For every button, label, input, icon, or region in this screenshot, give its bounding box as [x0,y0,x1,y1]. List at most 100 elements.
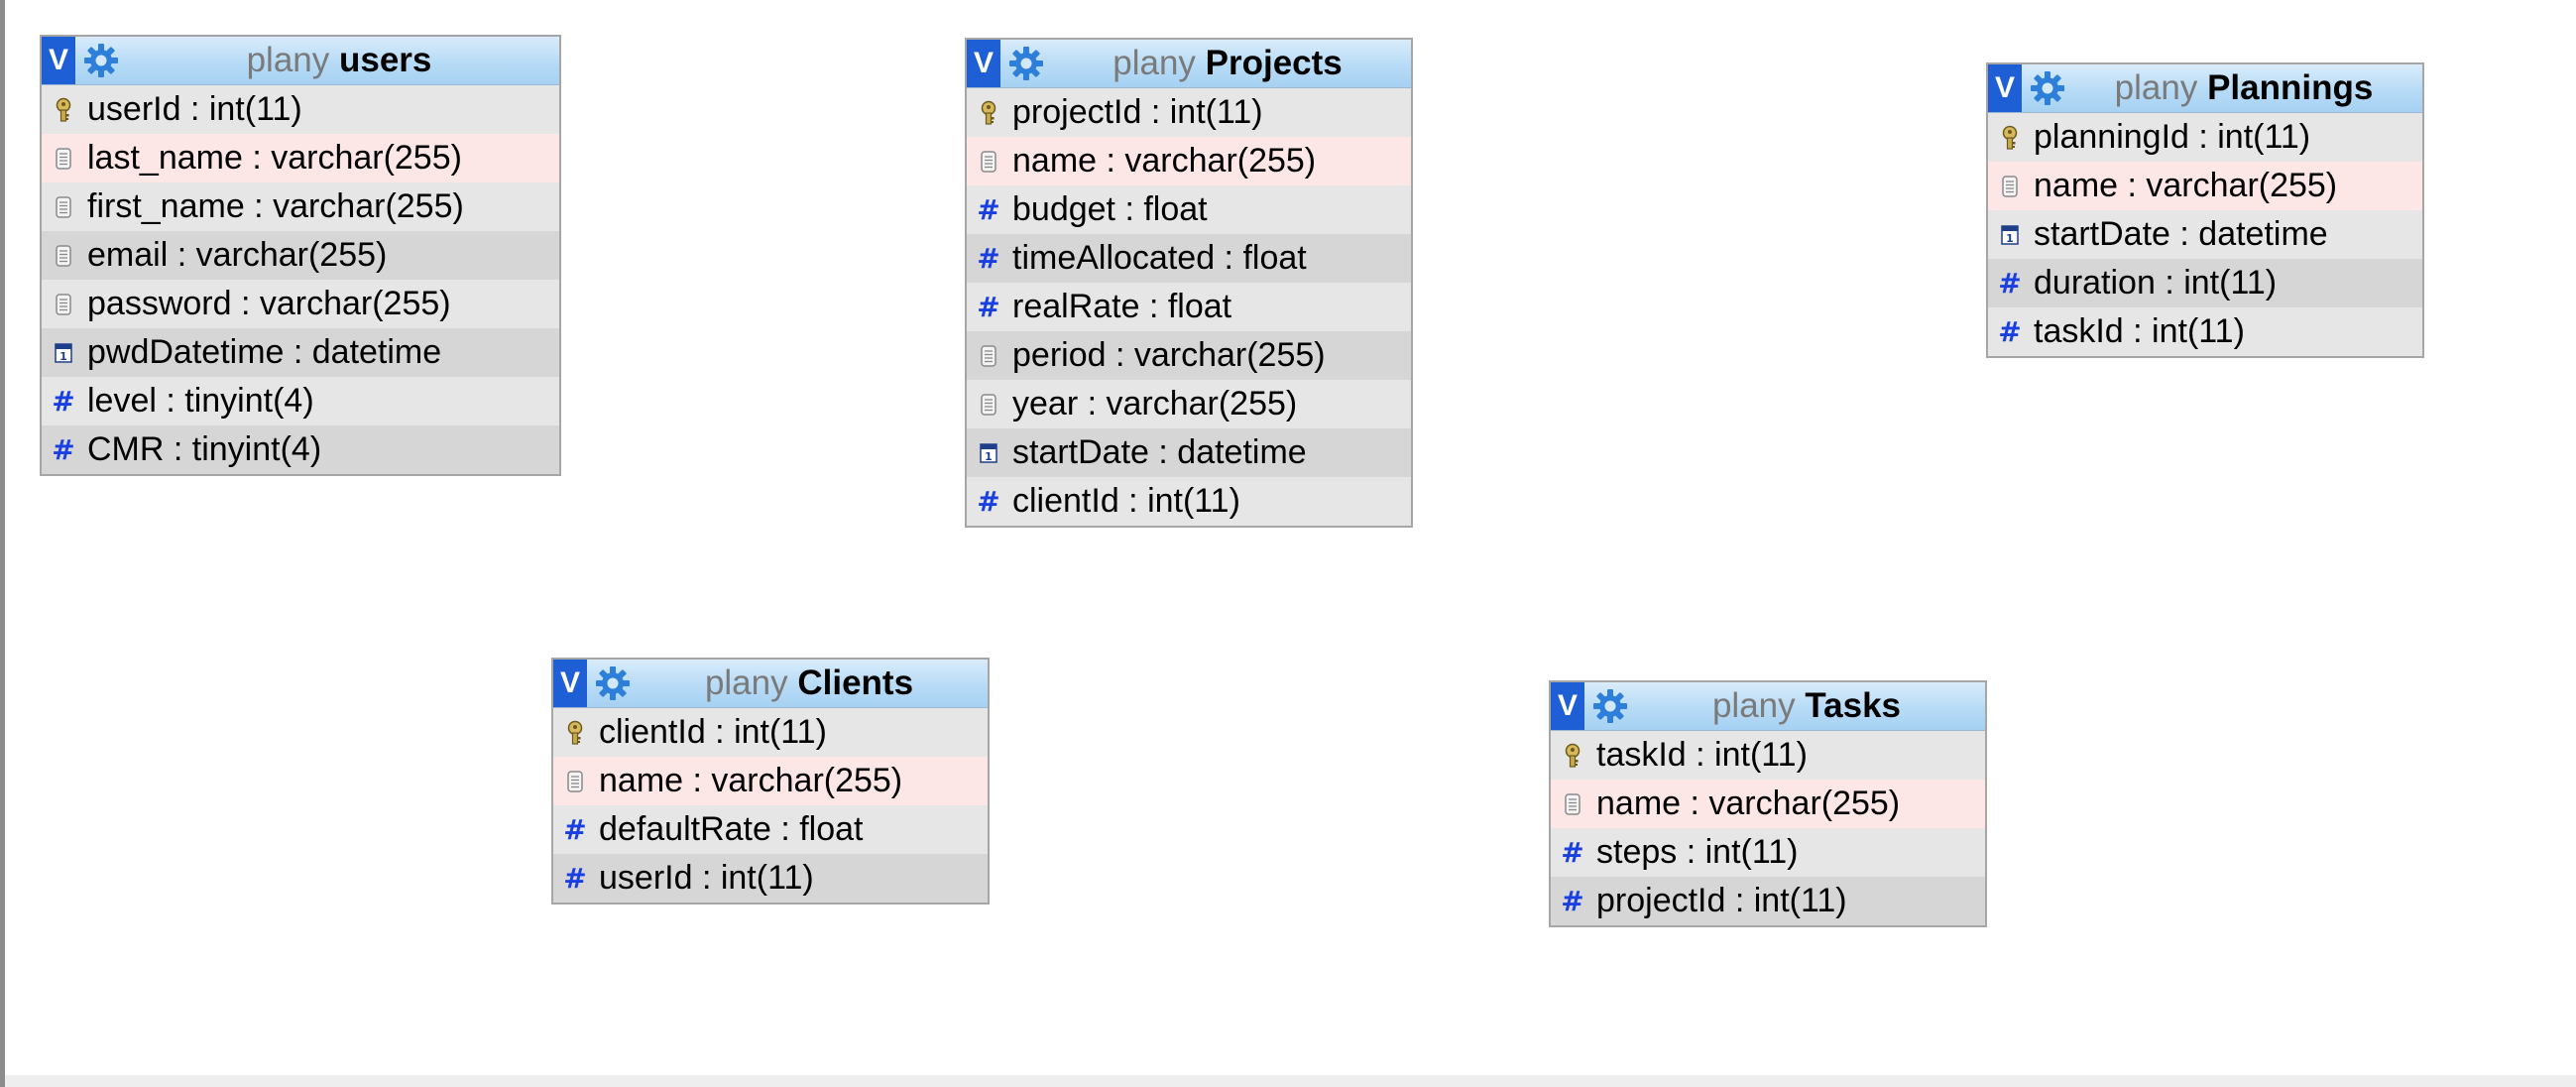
table-header[interactable]: V plany users [42,37,559,85]
hash-icon: # [52,433,75,466]
column-label: first_name : varchar(255) [87,187,464,225]
column-row[interactable]: #steps : int(11) [1551,828,1985,877]
column-row[interactable]: # projectId : int(11) [1551,877,1985,925]
column-row[interactable]: email : varchar(255) [42,231,559,280]
column-row[interactable]: #taskId : int(11) [1988,307,2422,356]
gear-icon[interactable] [1584,682,1636,730]
hash-icon: # [1561,885,1584,917]
table-header[interactable]: V plany Projects [967,40,1411,88]
column-label: clientId : int(11) [599,713,827,751]
column-list: taskId : int(11) name : varchar(255)#step… [1551,731,1985,925]
column-row[interactable]: planningId : int(11) [1988,113,2422,162]
column-label: userId : int(11) [87,90,302,128]
column-row[interactable]: #clientId : int(11) [967,477,1411,526]
table-header[interactable]: V plany Clients [553,660,988,708]
text-field-icon [1551,780,1594,828]
column-row[interactable]: #realRate : float [967,283,1411,331]
gear-icon[interactable] [1000,40,1052,87]
calendar-icon: 1 [42,328,85,377]
gear-icon[interactable] [75,37,127,84]
column-row[interactable]: name : varchar(255) [553,757,988,805]
key-icon [1988,113,2032,162]
column-label: taskId : int(11) [1596,736,1808,774]
gear-icon[interactable] [2022,64,2073,112]
column-row[interactable]: # timeAllocated : float [967,234,1411,283]
column-row[interactable]: #duration : int(11) [1988,259,2422,307]
hash-icon: # [563,813,587,846]
table-title[interactable]: plany Projects [1052,44,1411,83]
toggle-columns-button[interactable]: V [967,40,1000,87]
text-field-icon [42,134,85,182]
hash-icon: # [977,242,1000,275]
database-name: plany [2114,68,2198,107]
calendar-icon: 1 [967,428,1010,477]
column-label: level : tinyint(4) [87,382,314,420]
hash-icon: # [977,291,1000,323]
text-field-icon [1988,162,2032,210]
toggle-columns-button[interactable]: V [1551,682,1584,730]
column-label: defaultRate : float [599,810,864,848]
column-row[interactable]: #CMR : tinyint(4) [42,425,559,474]
column-label: pwdDatetime : datetime [87,333,442,371]
column-row[interactable]: # defaultRate : float [553,805,988,854]
column-list: projectId : int(11)name : varchar(255)#b… [967,88,1411,526]
svg-text:1: 1 [2006,232,2014,245]
hash-icon: # [1561,836,1584,869]
table-title[interactable]: plany Plannings [2073,68,2422,108]
table-plannings[interactable]: V plany Plannings planningId : int(11)na… [1986,62,2424,358]
column-row[interactable]: clientId : int(11) [553,708,988,757]
column-row[interactable]: projectId : int(11) [967,88,1411,137]
table-clients[interactable]: V plany Clients clientId : int(11) name :… [551,658,990,905]
column-label: budget : float [1012,190,1208,228]
text-field-icon [967,380,1010,428]
column-row[interactable]: last_name : varchar(255) [42,134,559,182]
column-row[interactable]: #budget : float [967,185,1411,234]
table-title[interactable]: plany users [127,41,559,80]
database-name: plany [704,664,788,702]
column-label: timeAllocated : float [1012,239,1307,277]
table-title[interactable]: plany Tasks [1636,686,1985,726]
column-row[interactable]: taskId : int(11) [1551,731,1985,780]
table-name: Tasks [1805,686,1902,725]
table-tasks[interactable]: V plany Tasks taskId : int(11) name : var… [1549,680,1987,927]
column-row[interactable]: name : varchar(255) [967,137,1411,185]
toggle-columns-button[interactable]: V [1988,64,2022,112]
text-field-icon [42,182,85,231]
table-title[interactable]: plany Clients [639,664,988,703]
column-row[interactable]: # level : tinyint(4) [42,377,559,425]
column-row[interactable]: period : varchar(255) [967,331,1411,380]
column-row[interactable]: first_name : varchar(255) [42,182,559,231]
column-row[interactable]: userId : int(11) [42,85,559,134]
column-row[interactable]: #userId : int(11) [553,854,988,903]
toggle-columns-button[interactable]: V [553,660,587,707]
column-label: taskId : int(11) [2034,312,2245,350]
toggle-columns-button[interactable]: V [42,37,75,84]
canvas-bottom-strip [5,1075,2576,1087]
column-label: password : varchar(255) [87,285,451,322]
hash-icon: # [52,385,75,418]
key-icon [42,85,85,134]
column-row[interactable]: password : varchar(255) [42,280,559,328]
column-label: projectId : int(11) [1012,93,1263,131]
column-row[interactable]: name : varchar(255) [1988,162,2422,210]
table-users[interactable]: V plany users userId : int(11) last_name … [40,35,561,476]
table-header[interactable]: V plany Plannings [1988,64,2422,113]
hash-icon: # [1998,267,2022,300]
column-row[interactable]: year : varchar(255) [967,380,1411,428]
table-name: Plannings [2207,68,2374,107]
column-label: year : varchar(255) [1012,385,1298,423]
database-name: plany [246,41,330,79]
database-name: plany [1112,44,1196,82]
table-name: users [339,41,432,79]
table-header[interactable]: V plany Tasks [1551,682,1985,731]
gear-icon[interactable] [587,660,639,707]
column-label: name : varchar(255) [1012,142,1317,180]
column-label: projectId : int(11) [1596,882,1847,919]
column-row[interactable]: name : varchar(255) [1551,780,1985,828]
calendar-icon: 1 [1988,210,2032,259]
table-projects[interactable]: V plany Projects projectId : int(11) name… [965,38,1413,528]
